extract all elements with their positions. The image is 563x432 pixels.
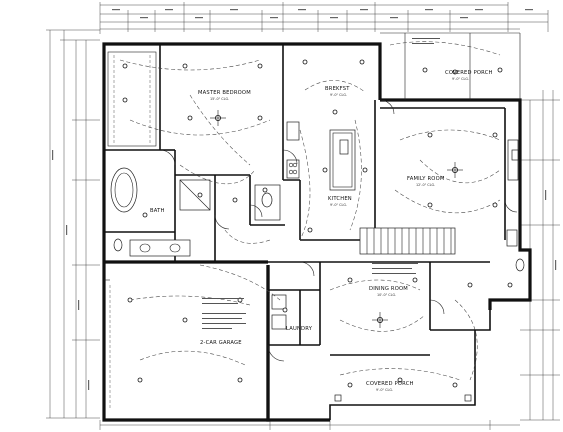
- room-label-bath: BATH: [150, 208, 165, 214]
- note-blocks: [202, 38, 440, 329]
- room-label-covered-porch-rear: COVERED PORCH: [445, 70, 493, 76]
- room-label-family-room: FAMILY ROOM: [407, 176, 445, 182]
- room-size-family-room: 12'-0" CLG.: [416, 183, 435, 187]
- room-size-breakfast: 9'-0" CLG.: [330, 93, 347, 97]
- room-label-master-bedroom: MASTER BEDROOM: [198, 90, 251, 96]
- room-size-covered-porch-rear: 9'-0" CLG.: [452, 77, 469, 81]
- door-swings: [159, 99, 518, 362]
- room-label-breakfast: BREKFST: [325, 86, 350, 92]
- plumbing-fixtures: [107, 51, 525, 330]
- dimension-lines: [46, 2, 560, 430]
- room-label-laundry: LAUNDRY: [286, 326, 313, 332]
- ceiling-fan-icons: [210, 110, 463, 328]
- room-size-kitchen: 9'-0" CLG.: [330, 203, 347, 207]
- room-labels: MASTER BEDROOM 15'-0" CLG. BREKFST 9'-0"…: [150, 70, 493, 392]
- room-label-dining-room: DINING ROOM: [369, 286, 408, 292]
- room-label-covered-porch-front: COVERED PORCH: [366, 381, 414, 387]
- electrical-circuits: [119, 41, 501, 381]
- interior-walls: [104, 32, 521, 410]
- room-size-dining-room: 10'-0" CLG.: [377, 293, 396, 297]
- ceiling-light-icons: [122, 59, 513, 388]
- room-label-garage: 2-CAR GARAGE: [200, 340, 242, 346]
- room-size-covered-porch-front: 9'-0" CLG.: [376, 388, 393, 392]
- room-label-kitchen: KITCHEN: [328, 196, 352, 202]
- room-size-master-bedroom: 15'-0" CLG.: [210, 97, 229, 101]
